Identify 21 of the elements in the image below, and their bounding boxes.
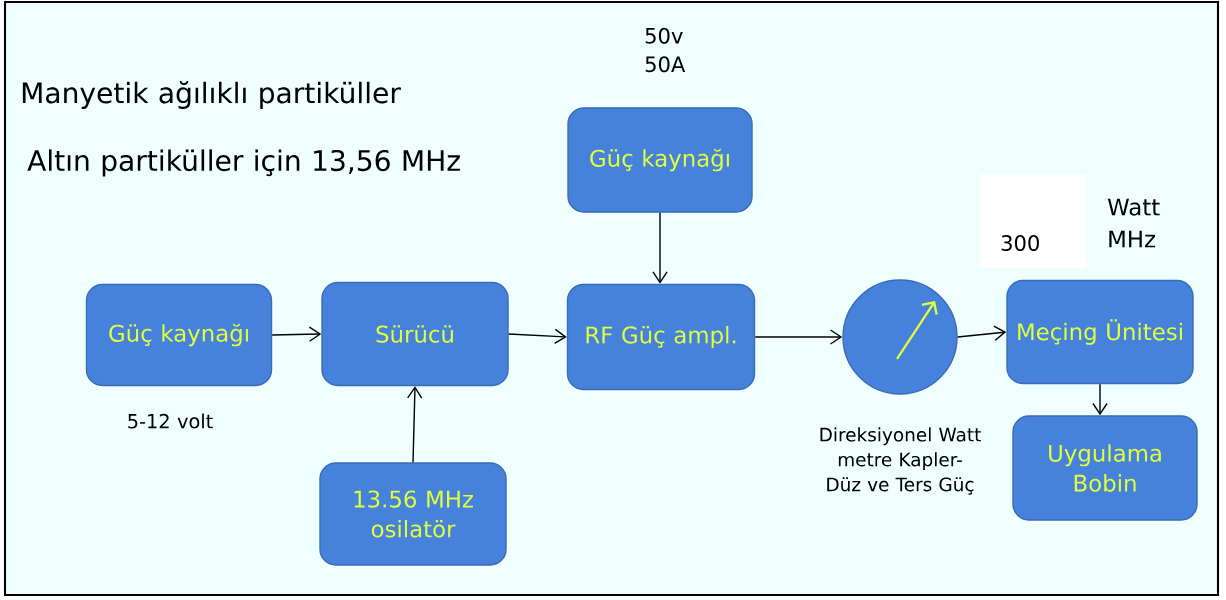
process-box: Güç kaynağı bbox=[567, 107, 753, 213]
note-text: Manyetik ağılıklı partiküller bbox=[22, 81, 401, 109]
process-box: Güç kaynağı bbox=[85, 283, 273, 387]
note-text: 50v 50A bbox=[645, 27, 686, 73]
note-text: Direksiyonel Watt metre Kapler-Düz ve Ters Güç bbox=[820, 427, 981, 495]
process-box: Uygulama Bobin bbox=[1012, 415, 1198, 521]
process-box: Meçing Ünitesi bbox=[1006, 279, 1194, 385]
arrow bbox=[957, 325, 1007, 341]
arrow bbox=[754, 329, 843, 345]
arrow bbox=[1092, 383, 1108, 416]
arrow bbox=[508, 328, 567, 345]
note-text: Altın partiküller için 13,56 MHz bbox=[27, 149, 460, 177]
process-box: Sürücü bbox=[321, 281, 509, 387]
value-text: 300 bbox=[1001, 235, 1039, 251]
process-box: RF Güç ampl. bbox=[566, 283, 756, 391]
arrow bbox=[406, 386, 423, 463]
arrow bbox=[271, 326, 322, 342]
note-text: Watt MHz bbox=[1107, 198, 1160, 248]
note-text: 5-12 volt bbox=[128, 413, 213, 429]
arrow bbox=[652, 212, 668, 284]
process-box: 13.56 MHz osilatör bbox=[319, 462, 507, 566]
